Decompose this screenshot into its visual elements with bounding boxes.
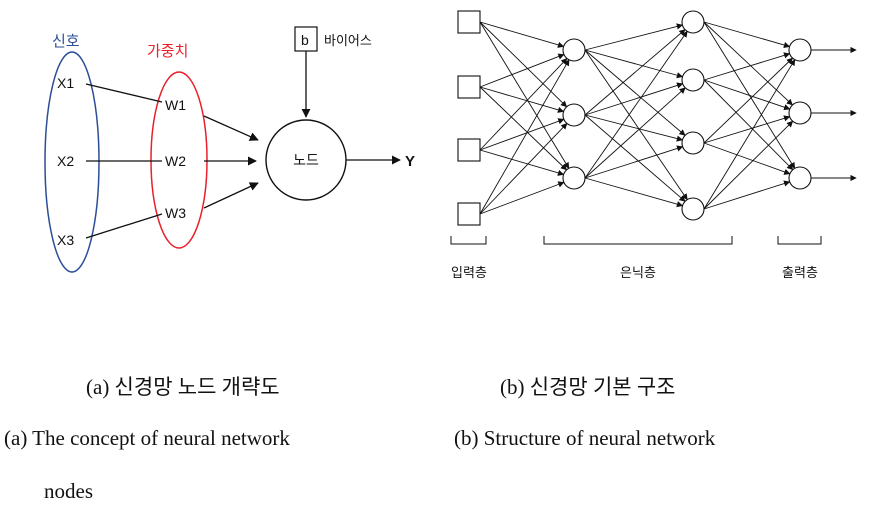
edge-l0-n1-l1-n1 — [479, 86, 565, 113]
edge-l1-n2-l2-n2 — [584, 145, 684, 179]
input-x1: X1 — [57, 75, 74, 91]
output-layer-bracket — [777, 236, 822, 245]
network-structure-diagram: 입력층 은닉층 출력층 — [450, 10, 857, 280]
edge-l0-n2-l1-n0 — [479, 58, 568, 151]
arrow-w3-node — [203, 182, 259, 209]
output-node-1 — [788, 101, 812, 125]
input-layer-bracket — [450, 236, 487, 245]
edge-l2-n3-l3-n1 — [703, 120, 794, 210]
hidden-node-l1-2 — [562, 166, 586, 190]
edge-x3-w3 — [85, 213, 163, 239]
hidden-node-l2-1 — [681, 68, 705, 92]
output-node-0 — [788, 38, 812, 62]
edge-l1-n0-l2-n0 — [584, 23, 684, 51]
edge-l1-n0-l2-n3 — [584, 49, 688, 201]
edge-l0-n3-l1-n0 — [479, 59, 570, 215]
caption-a-english-line2: nodes — [44, 479, 93, 503]
input-node-1 — [457, 75, 481, 99]
edge-l1-n2-l2-n3 — [584, 177, 684, 208]
edge-l1-n0-l2-n1 — [584, 49, 684, 79]
edge-l2-n1-l3-n1 — [703, 79, 791, 111]
input-layer-label: 입력층 — [451, 265, 487, 280]
signal-ellipse — [44, 51, 100, 273]
edge-l1-n1-l2-n1 — [584, 82, 684, 116]
edge-l2-n1-l3-n0 — [703, 52, 791, 81]
edge-l1-n1-l2-n3 — [584, 114, 686, 202]
edge-l1-n2-l2-n1 — [584, 87, 686, 179]
input-node-2 — [457, 138, 481, 162]
hidden-node-l1-0 — [562, 38, 586, 62]
network-nodes — [457, 10, 812, 226]
weight-w1: W1 — [165, 97, 186, 113]
edge-x1-w1 — [85, 83, 163, 103]
edge-l2-n2-l3-n0 — [703, 57, 794, 144]
caption-a-korean: (a) 신경망 노드 개략도 — [86, 375, 280, 399]
hidden-node-l2-2 — [681, 131, 705, 155]
edge-l2-n0-l3-n0 — [703, 21, 791, 49]
weight-w3: W3 — [165, 205, 186, 221]
hidden-layer-bracket — [543, 236, 733, 245]
output-label: Y — [405, 153, 415, 170]
edge-l2-n1-l3-n2 — [703, 79, 794, 171]
bias-symbol: b — [301, 32, 309, 48]
caption-a-english-line1: (a) The concept of neural network — [4, 426, 290, 450]
edge-l2-n3-l3-n2 — [703, 180, 791, 210]
output-node-2 — [788, 166, 812, 190]
node-concept-diagram: 신호 가중치 X1 X2 X3 W1 W2 W3 b 바이어스 — [44, 26, 415, 273]
edge-l0-n2-l1-n2 — [479, 149, 565, 176]
hidden-node-l2-0 — [681, 10, 705, 34]
edge-l0-n1-l1-n0 — [479, 53, 565, 88]
edge-l0-n0-l1-n2 — [479, 21, 570, 169]
edge-l0-n3-l1-n2 — [479, 181, 565, 215]
node-label: 노드 — [293, 152, 319, 168]
edge-l0-n0-l1-n0 — [479, 21, 565, 48]
hidden-node-l1-1 — [562, 103, 586, 127]
hidden-node-l2-3 — [681, 197, 705, 221]
caption-b-english: (b) Structure of neural network — [454, 426, 716, 450]
edge-l2-n0-l3-n1 — [703, 21, 793, 106]
edge-l2-n2-l3-n1 — [703, 115, 791, 144]
input-node-3 — [457, 202, 481, 226]
signal-label: 신호 — [52, 33, 80, 50]
edge-l2-n2-l3-n2 — [703, 142, 791, 175]
edge-l1-n2-l2-n0 — [584, 30, 688, 179]
input-x3: X3 — [57, 232, 74, 248]
edge-l1-n1-l2-n2 — [584, 114, 684, 142]
edge-l0-n1-l1-n2 — [479, 86, 568, 171]
arrow-w1-node — [203, 115, 259, 141]
edge-l1-n1-l2-n0 — [584, 29, 686, 116]
edge-l1-n0-l2-n2 — [584, 49, 686, 136]
input-node-0 — [457, 10, 481, 34]
caption-b-korean: (b) 신경망 기본 구조 — [500, 375, 676, 399]
network-edges — [479, 21, 857, 215]
output-layer-label: 출력층 — [782, 265, 818, 280]
edge-l0-n2-l1-n1 — [479, 118, 565, 151]
weight-w2: W2 — [165, 153, 186, 169]
hidden-layer-label: 은닉층 — [620, 265, 656, 280]
input-x2: X2 — [57, 153, 74, 169]
edge-l0-n0-l1-n1 — [479, 21, 568, 108]
edge-l0-n3-l1-n1 — [479, 122, 568, 215]
weight-label: 가중치 — [147, 43, 188, 60]
bias-label: 바이어스 — [324, 33, 372, 48]
weight-ellipse — [150, 71, 208, 249]
edge-l2-n3-l3-n0 — [703, 59, 796, 210]
